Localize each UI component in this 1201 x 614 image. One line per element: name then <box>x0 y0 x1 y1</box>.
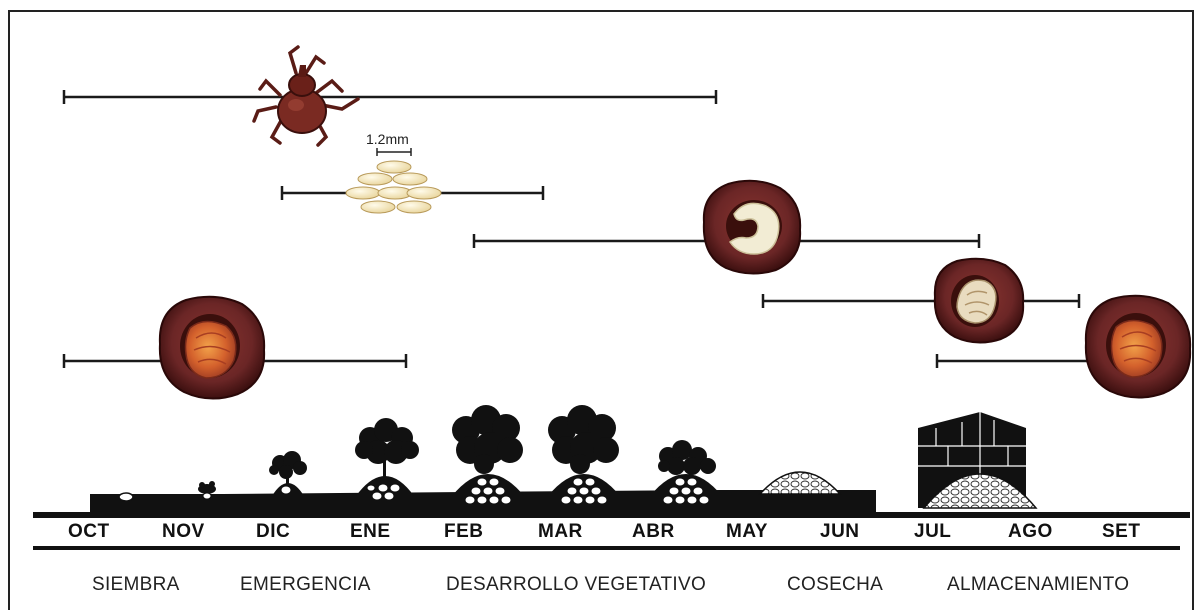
plant-canopies <box>269 405 716 486</box>
larva-in-tuber-icon <box>704 181 800 274</box>
month-label-may: MAY <box>726 521 768 543</box>
month-label-abr: ABR <box>632 521 675 543</box>
plant-large-icon <box>452 405 523 474</box>
month-label-nov: NOV <box>162 521 205 543</box>
adult-in-tuber-icon <box>160 297 264 399</box>
month-label-jul: JUL <box>914 521 951 543</box>
month-label-feb: FEB <box>444 521 484 543</box>
adult-in-stored-tuber-icon <box>1086 296 1190 398</box>
scale-bar <box>377 148 411 156</box>
phase-label-desarrollo: DESARROLLO VEGETATIVO <box>446 574 706 596</box>
plant-medium-icon <box>355 418 419 478</box>
phase-label-siembra: SIEMBRA <box>92 574 180 596</box>
plant-senescing-icon <box>658 440 716 475</box>
phase-label-almacenamiento: ALMACENAMIENTO <box>947 574 1129 596</box>
month-label-ago: AGO <box>1008 521 1053 543</box>
plant-small-icon <box>269 451 307 486</box>
month-label-jun: JUN <box>820 521 860 543</box>
phase-label-cosecha: COSECHA <box>787 574 883 596</box>
storage-shed-icon <box>918 412 1036 508</box>
harvest-pile-icon <box>760 472 840 494</box>
seed-tuber-icon <box>119 493 133 501</box>
eggs-icon <box>346 161 441 213</box>
month-label-mar: MAR <box>538 521 583 543</box>
phase-label-emergencia: EMERGENCIA <box>240 574 371 596</box>
stored-adult-period-bar <box>937 354 1110 368</box>
month-label-ene: ENE <box>350 521 391 543</box>
pupa-in-tuber-icon <box>935 259 1023 343</box>
month-label-dic: DIC <box>256 521 290 543</box>
month-label-oct: OCT <box>68 521 110 543</box>
month-label-set: SET <box>1102 521 1140 543</box>
plant-large-icon <box>548 405 619 474</box>
scale-label: 1.2mm <box>366 131 409 147</box>
pupa-period-bar <box>763 294 1079 308</box>
adult-weevil-period-bar <box>64 90 716 104</box>
